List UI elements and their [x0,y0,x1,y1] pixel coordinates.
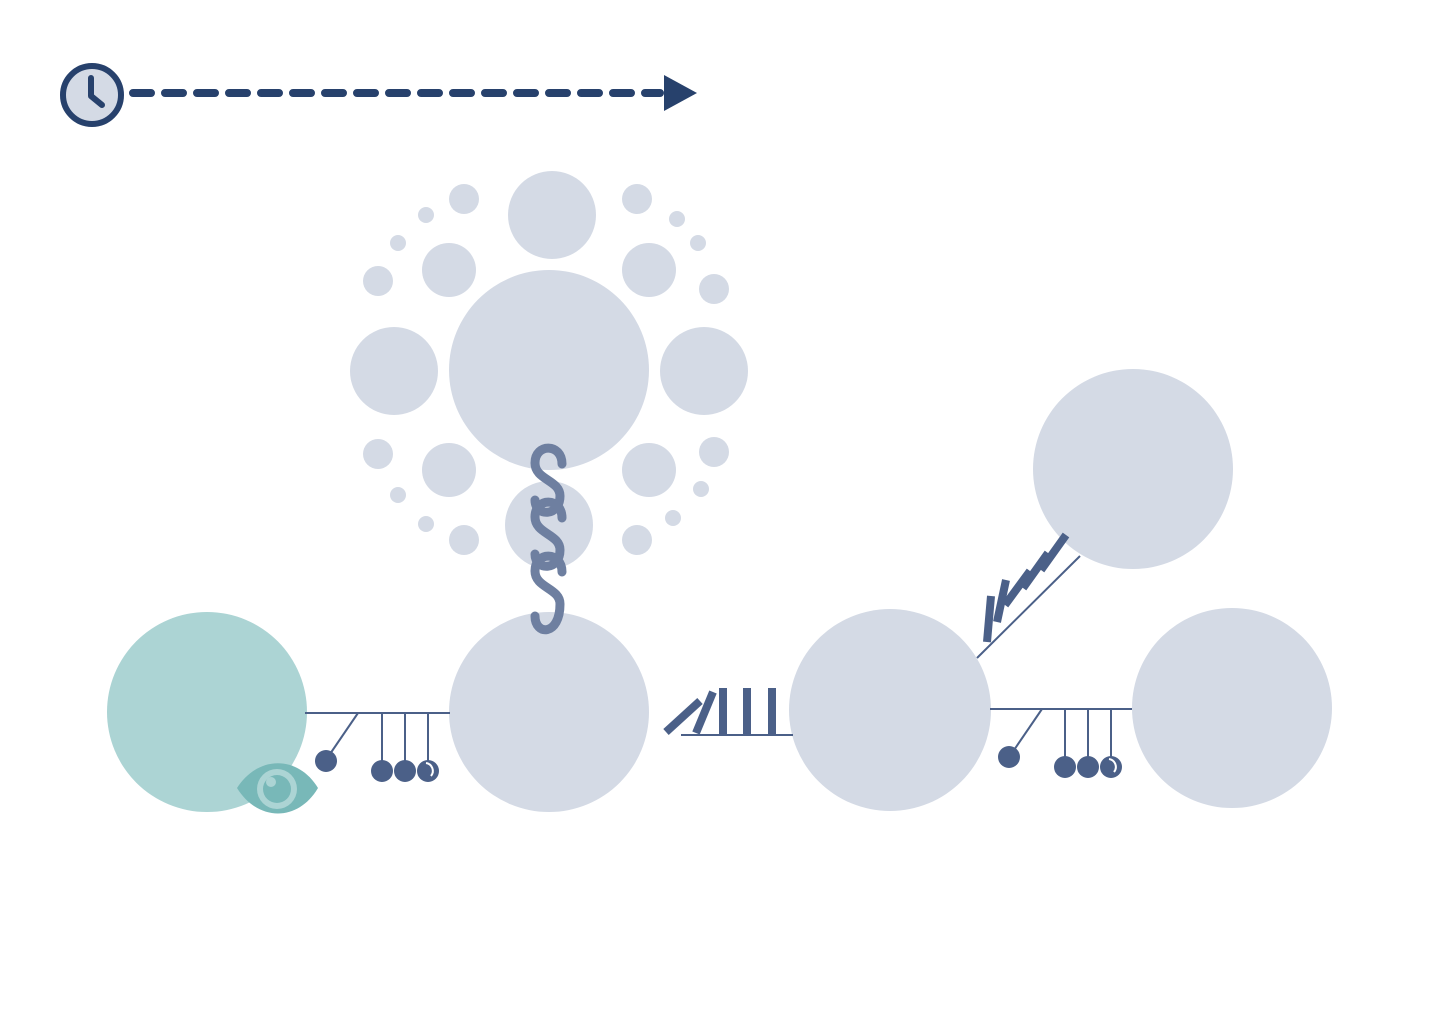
right-node[interactable] [1132,608,1332,808]
observed-node[interactable] [107,612,307,812]
satellite-node [665,510,681,526]
satellite-node [622,184,652,214]
timeline [60,63,697,127]
satellite-node [418,207,434,223]
satellite-node [690,235,706,251]
satellite-node [508,171,596,259]
satellite-node [505,481,593,569]
arrow-right-icon [664,75,697,111]
eye-icon [237,763,318,814]
satellite-node [422,243,476,297]
satellite-node [660,327,748,415]
satellite-node [699,274,729,304]
satellite-node [622,525,652,555]
hub-satellites [350,171,748,569]
chain-link-icon [530,443,567,635]
pendulum-icon [990,708,1132,778]
satellite-node [699,437,729,467]
dominoes-icon [976,532,1081,659]
middle-node[interactable] [789,609,991,811]
anchor-node[interactable] [449,612,649,812]
satellite-node [350,327,438,415]
dominoes-icon [663,688,793,736]
satellite-node [390,235,406,251]
satellite-node [390,487,406,503]
satellite-node [363,439,393,469]
clock-icon [60,63,124,127]
satellite-node [449,184,479,214]
satellite-node [363,266,393,296]
satellite-node [669,211,685,227]
satellite-node [449,525,479,555]
satellite-node [622,443,676,497]
satellite-node [693,481,709,497]
upper-right-node[interactable] [1033,369,1233,569]
satellite-node [622,243,676,297]
satellite-node [418,516,434,532]
pendulum-icon [305,712,450,782]
hub-node[interactable] [449,270,649,470]
satellite-node [422,443,476,497]
hub-cluster [350,171,748,569]
